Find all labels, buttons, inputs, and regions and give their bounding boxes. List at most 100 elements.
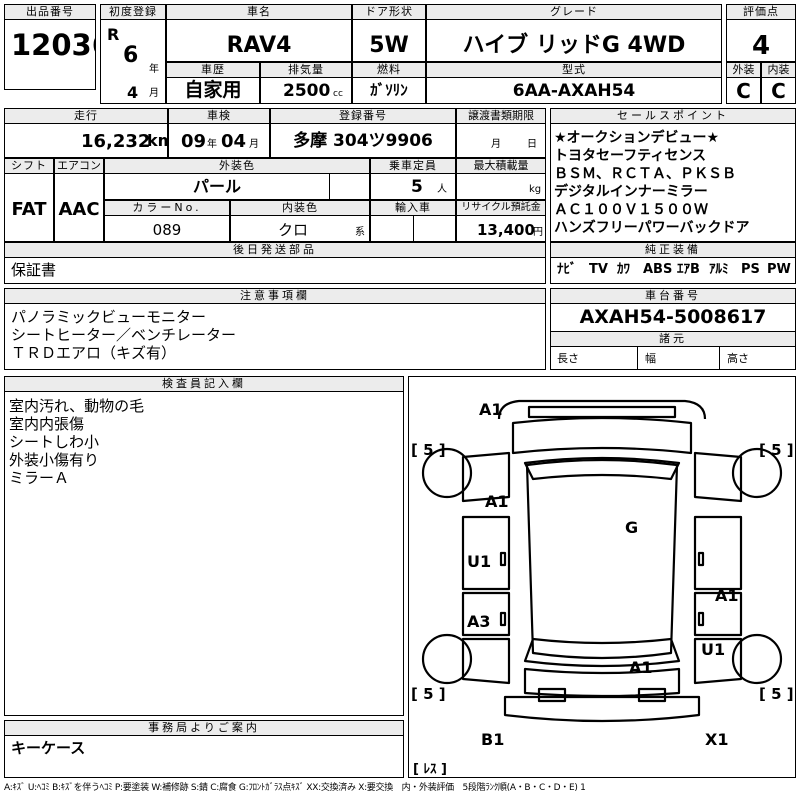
capacity-unit: 人 (437, 184, 447, 195)
mark-rear: A1 (629, 658, 653, 677)
displacement-header: 排気量 (261, 63, 351, 78)
score-cell: 評価点 4 (726, 4, 796, 62)
height-label: 高さ (727, 352, 749, 365)
history-cell: 車歴 自家用 (166, 62, 260, 104)
displacement-unit: cc (333, 89, 343, 99)
office-info: キーケース (11, 739, 86, 757)
right-rear-door-outline (693, 591, 743, 637)
office-info-header: 事務局よりご案内 (5, 721, 403, 736)
standard-equipment-cell: 純正装備 ﾅﾋﾞ TV ｶﾜ ABS ｴｱB ｱﾙﾐ PS PW (550, 242, 796, 284)
mileage-cell: 走行 16,232 km (4, 108, 168, 158)
shift-header: シフト (5, 159, 53, 174)
exterior-color-cell: 外装色 パール (104, 158, 370, 200)
width-label: 幅 (645, 352, 656, 365)
grade-cell: グレード ハイブ リッドG 4WD (426, 4, 722, 62)
legend-footer: A:ｷｽﾞ U:ﾍｺﾐ B:ｷｽﾞを伴うﾍｺﾐ P:要塗装 W:補修跡 S:錆 … (4, 783, 586, 793)
tire-front-left: [ 5 ] (411, 441, 446, 459)
mark-left-front-door: U1 (467, 552, 491, 571)
shift: FAT (11, 199, 47, 220)
equip-tv: TV (589, 262, 608, 277)
equip-airbag: ｴｱB (677, 262, 700, 277)
history: 自家用 (184, 79, 242, 101)
front-bumper-outline (497, 399, 707, 420)
left-front-wheel (421, 447, 473, 499)
first-registration-header: 初度登録 (101, 5, 165, 20)
color-number-cell: カラーNo. 089 (104, 200, 230, 242)
equip-leather: ｶﾜ (617, 262, 630, 277)
recycle-cell: リサイクル預託金 13,400 円 (456, 200, 546, 242)
later-parts-header: 後日発送部品 (5, 243, 545, 258)
roof-outline (525, 458, 679, 660)
mark-roof: G (625, 518, 638, 537)
left-fender-outline (461, 451, 511, 503)
office-info-cell: 事務局よりご案内 キーケース (4, 720, 404, 778)
mileage-header: 走行 (5, 109, 167, 124)
right-front-door-outline (693, 515, 743, 591)
exterior-grade: C (736, 79, 751, 103)
recycle-header: リサイクル預託金 (457, 201, 545, 216)
later-parts-cell: 後日発送部品 保証書 (4, 242, 546, 284)
attention-header: 注意事項欄 (5, 289, 545, 304)
car-name-cell: 車名 RAV4 (166, 4, 352, 62)
model-cell: 型式 6AA-AXAH54 (426, 62, 722, 104)
month-unit: 月 (149, 88, 159, 99)
attention-notes: パノラミックビューモニター シートヒーター／ベンチレーター ＴＲＤエアロ（キズ有… (11, 308, 237, 362)
registration-year: 6 (123, 43, 139, 68)
lot-header: 出品番号 (5, 5, 95, 20)
mark-right-rear-door: A1 (715, 586, 739, 605)
recycle-unit: 円 (533, 227, 543, 238)
mark-rear-left-bumper: B1 (481, 730, 504, 749)
import-header: 輸入車 (371, 201, 455, 216)
equip-abs: ABS (643, 262, 673, 277)
era-letter: R (107, 25, 120, 44)
interior-grade: C (771, 79, 786, 103)
color-number: 089 (152, 221, 182, 239)
mark-front-bumper: A1 (479, 400, 503, 419)
car-name: RAV4 (226, 33, 292, 58)
history-header: 車歴 (167, 63, 259, 78)
left-quarter-outline (461, 637, 511, 685)
door-header: ドア形状 (353, 5, 425, 20)
car-name-header: 車名 (167, 5, 351, 20)
left-taillamp (537, 687, 567, 703)
equip-nav: ﾅﾋﾞ (557, 262, 577, 277)
interior-color-unit: 系 (355, 227, 365, 238)
inspection-year: 09 (181, 131, 207, 152)
hood-outline (511, 416, 693, 455)
sales-points: ★オークションデビュー★ トヨタセーフティセンス ＢＳＭ、ＲＣＴＡ、ＰＫＳＢ デ… (554, 130, 750, 236)
shift-cell: シフト FAT (4, 158, 54, 242)
tire-front-right: [ 5 ] (759, 441, 794, 459)
exterior-color: パール (192, 177, 241, 196)
dimensions-header: 諸元 (551, 331, 795, 347)
grade-header: グレード (427, 5, 721, 20)
sales-point-cell: セールスポイント ★オークションデビュー★ トヨタセーフティセンス ＢＳＭ、ＲＣ… (550, 108, 796, 242)
aircon-cell: エアコン AAC (54, 158, 104, 242)
interior-grade-cell: 内装 C (761, 62, 796, 104)
model-header: 型式 (427, 63, 721, 78)
score-header: 評価点 (727, 5, 795, 20)
interior-color-header: 内装色 (231, 201, 369, 216)
load-cell: 最大積載量 kg (456, 158, 546, 200)
chassis-header: 車台番号 (551, 289, 795, 304)
equip-pw: PW (767, 262, 791, 277)
inspection-header: 車検 (169, 109, 269, 124)
tailgate-outline (523, 667, 681, 698)
damage-diagram-cell: A1 A1 G U1 A3 A1 U1 A1 B1 X1 [ 5 ] [ 5 ]… (408, 376, 796, 778)
lot-number: 12036 (11, 28, 95, 62)
year-unit: 年 (149, 64, 159, 75)
sales-point-header: セールスポイント (551, 109, 795, 124)
plate-number: 多摩 304ツ9906 (293, 131, 433, 151)
mark-left-fender: A1 (485, 492, 509, 511)
front-grille (527, 405, 677, 419)
left-door-handle (499, 551, 507, 567)
left-rear-wheel (421, 633, 473, 685)
score: 4 (751, 31, 771, 61)
standard-equipment-header: 純正装備 (551, 243, 795, 258)
plate-cell: 登録番号 多摩 304ツ9906 (270, 108, 456, 158)
model-code: 6AA-AXAH54 (512, 81, 636, 101)
door-cell: ドア形状 5W (352, 4, 426, 62)
inspection-cell: 車検 09 年 04 月 (168, 108, 270, 158)
transfer-deadline-header: 譲渡書類期限 (457, 109, 545, 124)
fuel-header: 燃料 (353, 63, 425, 78)
mark-rear-right-bumper: X1 (705, 730, 728, 749)
